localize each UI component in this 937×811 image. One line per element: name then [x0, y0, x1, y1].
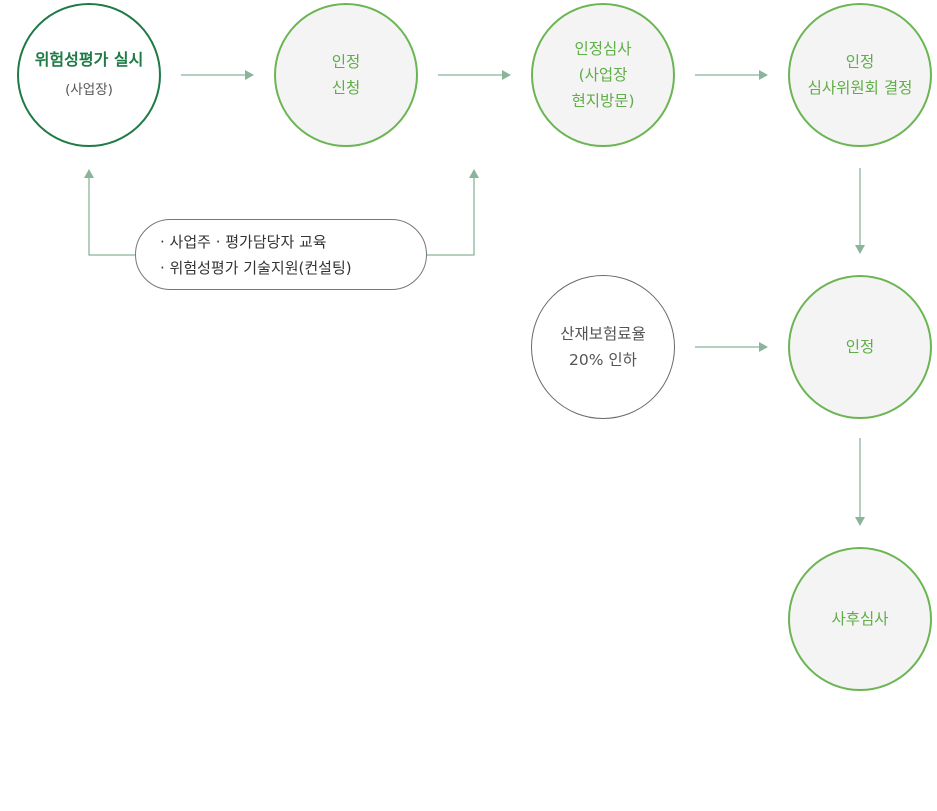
node-approved-label: 인정 — [845, 338, 875, 356]
node-risk-assessment-sub: (사업장) — [65, 82, 113, 98]
node-benefit-line1: 산재보험료율 — [560, 325, 646, 343]
node-followup: 사후심사 — [788, 547, 932, 691]
node-committee: 인정 심사위원회 결정 — [788, 3, 932, 147]
node-application-line1: 인정 — [331, 53, 361, 71]
node-committee-line2: 심사위원회 결정 — [807, 79, 913, 97]
node-approved: 인정 — [788, 275, 932, 419]
node-application: 인정 신청 — [274, 3, 418, 147]
node-application-line2: 신청 — [331, 79, 361, 97]
node-review: 인정심사 (사업장 현지방문) — [531, 3, 675, 147]
node-followup-label: 사후심사 — [831, 610, 889, 628]
node-committee-line1: 인정 — [845, 53, 875, 71]
node-risk-assessment: 위험성평가 실시 (사업장) — [17, 3, 161, 147]
support-line-1: · 사업주 · 평가담당자 교육 — [160, 232, 327, 251]
arrow-support-to-apply — [427, 169, 479, 256]
node-risk-assessment-title: 위험성평가 실시 — [34, 50, 144, 69]
support-box: · 사업주 · 평가담당자 교육 · 위험성평가 기술지원(컨설팅) — [135, 219, 427, 290]
node-review-line2: (사업장 — [578, 66, 628, 84]
node-benefit: 산재보험료율 20% 인하 — [531, 275, 675, 419]
node-review-line3: 현지방문) — [571, 92, 635, 110]
support-line-2: · 위험성평가 기술지원(컨설팅) — [160, 258, 352, 277]
arrow-support-to-start — [84, 169, 136, 256]
node-review-line1: 인정심사 — [574, 40, 632, 58]
node-benefit-line2: 20% 인하 — [569, 351, 637, 369]
